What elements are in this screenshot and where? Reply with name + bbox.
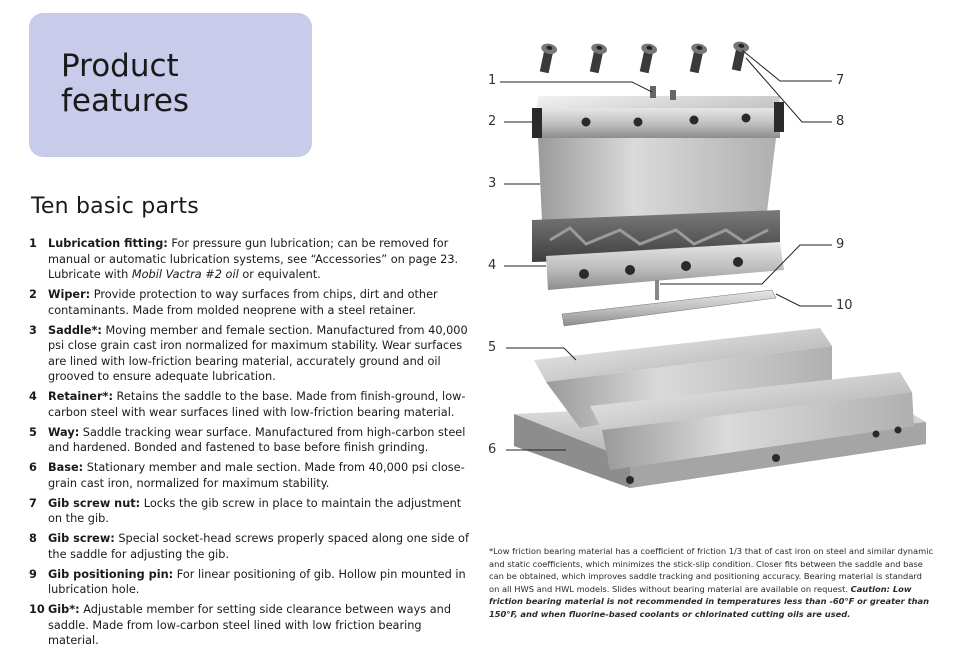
part-text-emphasis: Mobil Vactra #2 oil <box>131 268 239 281</box>
footnote: *Low friction bearing material has a coe… <box>489 545 934 621</box>
part-description: Gib screw nut: Locks the gib screw in pl… <box>48 496 469 527</box>
part-name: Gib positioning pin: <box>48 567 174 581</box>
part-text: or equivalent. <box>238 268 321 281</box>
callout-10: 10 <box>836 298 853 313</box>
callout-9: 9 <box>836 237 845 252</box>
part-name: Way: <box>48 425 80 439</box>
part-number: 2 <box>29 288 37 301</box>
way <box>534 328 832 382</box>
section-heading: Ten basic parts <box>31 194 199 219</box>
callout-7: 7 <box>836 73 845 88</box>
callout-3: 3 <box>488 176 497 191</box>
callout-4: 4 <box>488 258 497 273</box>
title-box: Product features <box>29 13 312 157</box>
part-name: Lubrication fitting: <box>48 237 168 250</box>
list-item: 2 Wiper: Provide protection to way surfa… <box>29 287 469 318</box>
list-item: 1 Lubrication fitting: For pressure gun … <box>29 236 469 283</box>
part-text: Moving member and female section. Manufa… <box>48 323 468 384</box>
part-description: Retainer*: Retains the saddle to the bas… <box>48 389 469 420</box>
part-name: Base: <box>48 461 84 474</box>
list-item: 9 Gib positioning pin: For linear positi… <box>29 567 469 598</box>
gib <box>561 289 777 327</box>
page-title: Product features <box>61 48 190 119</box>
part-number: 8 <box>29 532 37 545</box>
footnote-text: *Low friction bearing material has a coe… <box>489 546 934 594</box>
part-number: 4 <box>29 390 37 403</box>
list-item: 6 Base: Stationary member and male secti… <box>29 460 469 491</box>
part-description: Gib positioning pin: For linear position… <box>48 567 469 598</box>
callout-lines <box>500 49 832 451</box>
list-item: 10 Gib*: Adjustable member for setting s… <box>29 602 469 649</box>
caution-text: Caution: Low friction bearing material i… <box>489 583 930 619</box>
part-number: 1 <box>29 237 37 250</box>
part-number: 10 <box>29 603 45 616</box>
list-item: 8 Gib screw: Special socket-head screws … <box>29 531 469 562</box>
part-text: Retains the saddle to the base. Made fro… <box>48 390 466 419</box>
part-text: For linear positioning of gib. Hollow pi… <box>48 567 466 597</box>
part-description: Lubrication fitting: For pressure gun lu… <box>48 236 469 283</box>
slide-exploded-diagram <box>500 41 926 488</box>
retainer <box>546 242 784 290</box>
part-description: Wiper: Provide protection to way surface… <box>48 287 469 318</box>
part-name: Gib screw: <box>48 532 115 545</box>
part-text: Locks the gib screw in place to maintain… <box>48 496 462 526</box>
callout-6: 6 <box>488 442 497 457</box>
callout-5: 5 <box>488 340 497 355</box>
part-number: 5 <box>29 425 37 439</box>
gib-screws <box>539 41 750 74</box>
part-name: Retainer*: <box>48 390 113 403</box>
part-text: Stationary member and male section. Made… <box>48 461 465 490</box>
part-number: 3 <box>29 323 37 337</box>
part-number: 6 <box>29 461 37 474</box>
part-text: For pressure gun lubrication; can be rem… <box>48 237 459 281</box>
list-item: 3 Saddle*: Moving member and female sect… <box>29 323 469 385</box>
part-text: Special socket-head screws properly spac… <box>48 532 469 561</box>
part-description: Way: Saddle tracking wear surface. Manuf… <box>48 425 469 456</box>
part-text: Saddle tracking wear surface. Manufactur… <box>48 425 466 455</box>
parts-list: 1 Lubrication fitting: For pressure gun … <box>29 236 469 653</box>
list-item: 4 Retainer*: Retains the saddle to the b… <box>29 389 469 420</box>
part-name: Gib*: <box>48 603 80 616</box>
list-item: 7 Gib screw nut: Locks the gib screw in … <box>29 496 469 527</box>
callout-1: 1 <box>488 73 497 88</box>
list-item: 5 Way: Saddle tracking wear surface. Man… <box>29 425 469 456</box>
part-description: Base: Stationary member and male section… <box>48 460 469 491</box>
part-description: Saddle*: Moving member and female sectio… <box>48 323 469 385</box>
part-name: Gib screw nut: <box>48 496 141 510</box>
part-text: Provide protection to way surfaces from … <box>48 288 438 317</box>
part-name: Saddle*: <box>48 323 102 337</box>
way <box>590 372 912 430</box>
part-description: Gib*: Adjustable member for setting side… <box>48 602 469 649</box>
part-number: 7 <box>29 496 37 510</box>
part-number: 9 <box>29 567 37 581</box>
part-text: Adjustable member for setting side clear… <box>48 603 452 647</box>
saddle <box>532 86 784 262</box>
callout-2: 2 <box>488 114 497 129</box>
part-description: Gib screw: Special socket-head screws pr… <box>48 531 469 562</box>
base <box>514 328 926 488</box>
gib-positioning-pin <box>655 280 659 300</box>
part-name: Wiper: <box>48 288 91 301</box>
callout-8: 8 <box>836 114 845 129</box>
